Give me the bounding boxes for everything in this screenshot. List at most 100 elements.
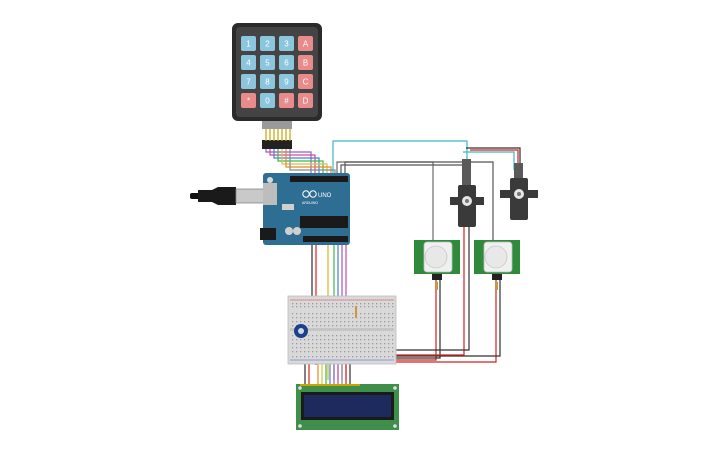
breadboard-hole (356, 351, 358, 353)
keypad-key[interactable]: # (279, 93, 294, 108)
keypad-key-face (279, 74, 294, 89)
keypad-key[interactable]: * (241, 93, 256, 108)
breadboard-hole (292, 321, 294, 323)
breadboard-hole (304, 356, 306, 358)
breadboard-hole (304, 317, 306, 319)
breadboard-hole (380, 351, 382, 353)
breadboard-hole (380, 321, 382, 323)
breadboard[interactable] (287, 295, 397, 365)
breadboard-hole (316, 347, 318, 349)
keypad-key[interactable]: 6 (279, 55, 294, 70)
breadboard-hole (356, 321, 358, 323)
breadboard-hole (364, 313, 366, 315)
breadboard-hole (384, 339, 386, 341)
breadboard-hole (304, 303, 306, 305)
breadboard-hole (384, 335, 386, 337)
breadboard-hole (364, 325, 366, 327)
potentiometer[interactable] (294, 324, 308, 338)
breadboard-hole (316, 303, 318, 305)
lcd-16x2[interactable] (296, 384, 399, 430)
keypad-key[interactable]: A (298, 36, 313, 51)
breadboard-hole (364, 306, 366, 308)
breadboard-hole (300, 339, 302, 341)
breadboard-hole (312, 325, 314, 327)
breadboard-hole (340, 335, 342, 337)
keypad-header (262, 140, 292, 149)
breadboard-hole (324, 335, 326, 337)
breadboard-hole (296, 317, 298, 319)
breadboard-hole (352, 303, 354, 305)
breadboard-hole (352, 351, 354, 353)
breadboard-hole (308, 321, 310, 323)
breadboard-hole (316, 306, 318, 308)
breadboard-hole (380, 343, 382, 345)
breadboard-hole (292, 339, 294, 341)
breadboard-hole (348, 339, 350, 341)
breadboard-hole (360, 321, 362, 323)
breadboard-hole (360, 313, 362, 315)
breadboard-hole (308, 306, 310, 308)
breadboard-hole (332, 356, 334, 358)
breadboard-hole (388, 306, 390, 308)
reset-button[interactable] (267, 177, 273, 183)
breadboard-hole (312, 335, 314, 337)
breadboard-hole (384, 351, 386, 353)
breadboard-hole (296, 306, 298, 308)
breadboard-hole (300, 306, 302, 308)
keypad-key[interactable]: 9 (279, 74, 294, 89)
arduino-uno[interactable]: UNO ARDUINO (260, 173, 350, 245)
keypad-key[interactable]: C (298, 74, 313, 89)
breadboard-hole (316, 351, 318, 353)
breadboard-hole (384, 325, 386, 327)
lcd-pin-header (300, 384, 360, 386)
servo-right[interactable] (500, 163, 538, 220)
keypad-key[interactable]: 2 (260, 36, 275, 51)
breadboard-hole (388, 321, 390, 323)
breadboard-hole (324, 303, 326, 305)
breadboard-hole (376, 335, 378, 337)
breadboard-hole (368, 313, 370, 315)
breadboard-hole (308, 313, 310, 315)
breadboard-hole (384, 356, 386, 358)
breadboard-hole (308, 339, 310, 341)
keypad-key[interactable]: 0 (260, 93, 275, 108)
breadboard-hole (332, 306, 334, 308)
pir-sensor-right[interactable] (474, 240, 520, 280)
breadboard-hole (368, 325, 370, 327)
breadboard-hole (376, 343, 378, 345)
keypad-key[interactable]: 5 (260, 55, 275, 70)
pir-sensor-left[interactable] (414, 240, 460, 280)
breadboard-hole (352, 325, 354, 327)
servo-left[interactable] (450, 159, 484, 227)
capacitor-2 (293, 227, 301, 235)
keypad-key[interactable]: D (298, 93, 313, 108)
keypad-key[interactable]: 8 (260, 74, 275, 89)
keypad-key[interactable]: B (298, 55, 313, 70)
breadboard-hole (360, 335, 362, 337)
breadboard-hole (360, 339, 362, 341)
breadboard-hole (296, 347, 298, 349)
keypad-key[interactable]: 7 (241, 74, 256, 89)
breadboard-hole (392, 356, 394, 358)
breadboard-hole (356, 303, 358, 305)
breadboard-hole (328, 303, 330, 305)
atmega-chip (300, 216, 348, 228)
breadboard-hole (364, 356, 366, 358)
breadboard-hole (316, 335, 318, 337)
keypad-key[interactable]: 3 (279, 36, 294, 51)
keypad-key[interactable]: 1 (241, 36, 256, 51)
breadboard-hole (392, 351, 394, 353)
breadboard-hole (392, 317, 394, 319)
breadboard-hole (392, 347, 394, 349)
breadboard-hole (380, 306, 382, 308)
usb-cable (190, 187, 267, 205)
breadboard-hole (368, 303, 370, 305)
keypad-key-label: 7 (246, 78, 251, 87)
breadboard-hole (320, 321, 322, 323)
keypad-key[interactable]: 4 (241, 55, 256, 70)
breadboard-hole (364, 343, 366, 345)
breadboard-hole (300, 321, 302, 323)
breadboard-hole (312, 356, 314, 358)
breadboard-hole (320, 313, 322, 315)
